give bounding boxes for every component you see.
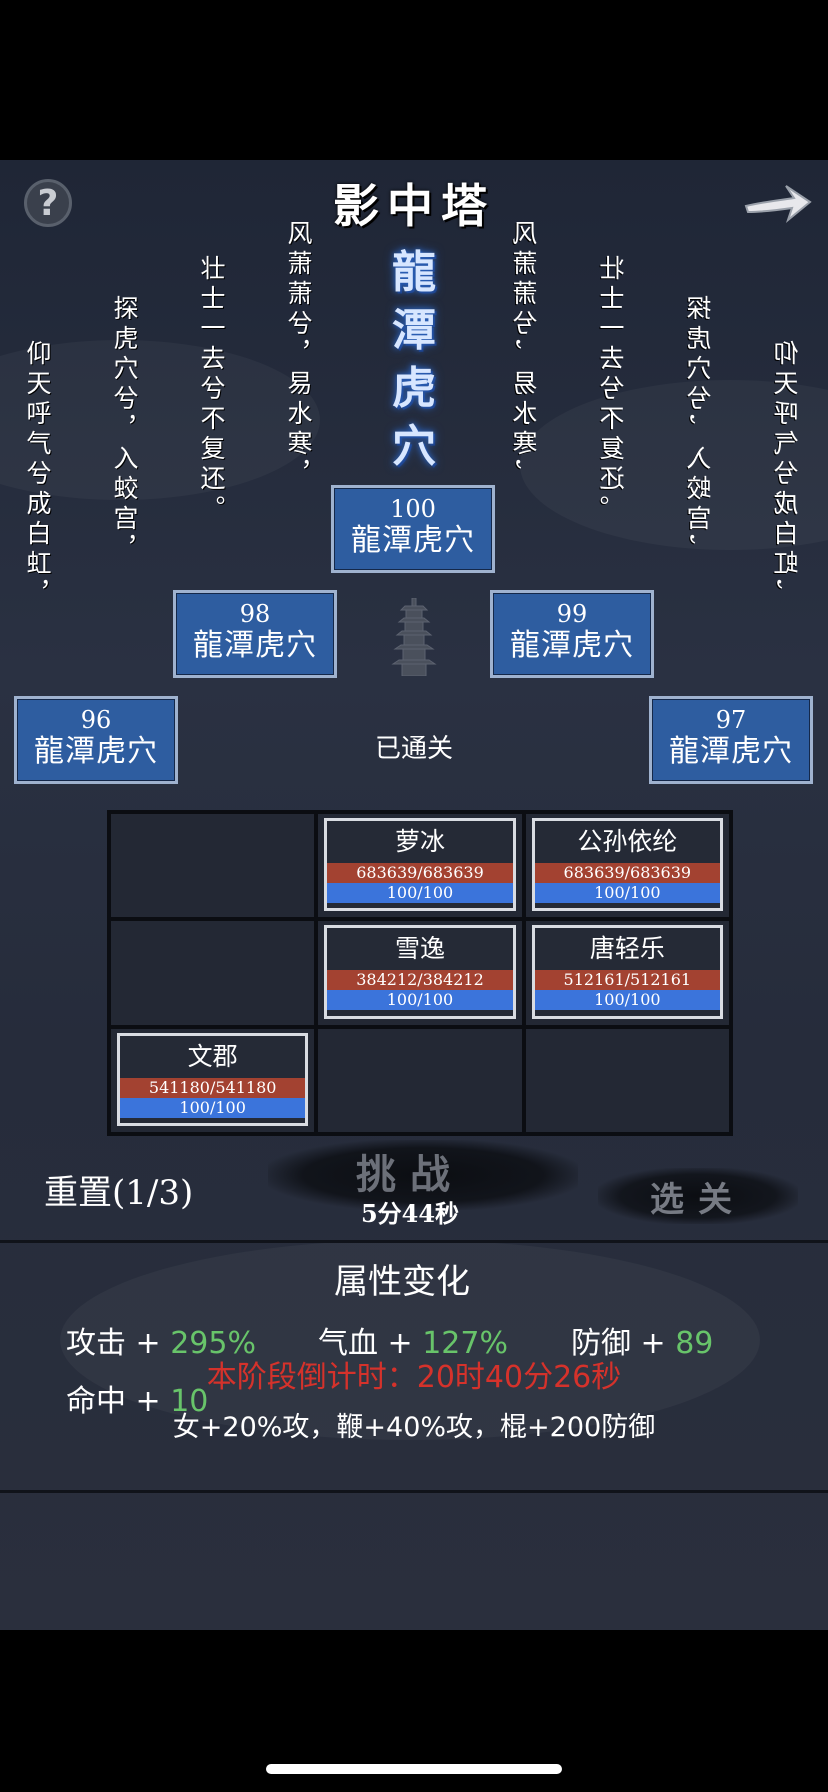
unit-mp-bar: 100/100 [120, 1097, 306, 1118]
poem-line: 壮士一去兮不复还。 [197, 255, 226, 525]
poem-line-mirrored: 风萧萧兮，易水寒， [512, 220, 541, 490]
page-title: 影中塔 [333, 179, 495, 233]
unit-name: 文郡 [187, 1041, 238, 1071]
floor-name: 龍潭虎穴 [510, 628, 634, 663]
unit-name: 唐轻乐 [589, 934, 665, 964]
formation-slot[interactable] [316, 1026, 524, 1134]
stat-label: 防御 + [571, 1326, 676, 1361]
unit-name: 萝冰 [394, 827, 445, 856]
floor-number: 99 [556, 600, 588, 628]
stage-bonus: 女+20%攻，鞭+40%攻，棍+200防御 [172, 1412, 656, 1443]
cleared-status: 已通关 [374, 734, 453, 764]
stat-hit: 命中 + 10 [66, 1376, 208, 1420]
stage-name: 龍潭虎穴 [392, 247, 436, 472]
formation-slot[interactable]: 文郡 541180/541180 100/100 [109, 1026, 317, 1134]
unit-hp-bar: 384212/384212 [327, 970, 513, 991]
unit-mp-bar: 100/100 [534, 990, 720, 1011]
stat-label: 气血 + [318, 1326, 423, 1361]
stat-value: 127% [422, 1326, 508, 1361]
attribute-title: 属性变化 [334, 1262, 470, 1302]
formation-slot[interactable]: 雪逸 384212/384212 100/100 [316, 919, 524, 1027]
floor-button-96[interactable]: 96 龍潭虎穴 [14, 696, 178, 784]
floor-button-99[interactable]: 99 龍潭虎穴 [490, 590, 654, 678]
select-stage-button[interactable]: 选关 [650, 1180, 746, 1220]
unit-mp-bar: 100/100 [534, 883, 720, 903]
poem-line: 风萧萧兮，易水寒， [284, 220, 313, 490]
stat-label: 命中 + [66, 1384, 171, 1419]
floor-number: 98 [239, 600, 271, 628]
home-indicator[interactable] [266, 1764, 562, 1774]
poem-line: 仰天呼气兮成白虹， [23, 340, 52, 610]
stat-value: 10 [170, 1384, 209, 1419]
floor-button-100[interactable]: 100 龍潭虎穴 [331, 485, 495, 573]
arrow-right-icon[interactable] [742, 180, 814, 226]
challenge-button[interactable]: 挑战 [356, 1151, 464, 1198]
floor-number: 96 [80, 706, 112, 734]
mist-decoration [0, 340, 320, 500]
unit-card[interactable]: 萝冰 683639/683639 100/100 [324, 818, 516, 912]
unit-hp-bar: 512161/512161 [534, 970, 720, 991]
unit-card[interactable]: 公孙依纶 683639/683639 100/100 [531, 818, 723, 912]
floor-name: 龍潭虎穴 [34, 734, 158, 769]
unit-hp-bar: 683639/683639 [327, 863, 513, 883]
unit-mp-bar: 100/100 [327, 990, 513, 1011]
question-icon[interactable]: ? [24, 179, 72, 227]
formation-slot[interactable] [523, 1026, 731, 1134]
unit-hp-bar: 541180/541180 [120, 1077, 306, 1098]
floor-button-97[interactable]: 97 龍潭虎穴 [649, 696, 813, 784]
formation-grid: 萝冰 683639/683639 100/100 公孙依纶 683639/683… [107, 810, 733, 1136]
reset-button[interactable]: 重置(1/3) [44, 1173, 194, 1213]
formation-slot[interactable] [109, 919, 317, 1027]
unit-hp-bar: 683639/683639 [534, 863, 720, 883]
stat-hp: 气血 + 127% [318, 1318, 508, 1362]
challenge-timer: 5分44秒 [360, 1199, 460, 1228]
game-screen: ? 影中塔 龍潭虎穴 仰天呼气兮成白虹， 探虎穴兮，入蛟宫， 壮士一去兮不复还。… [0, 160, 828, 1630]
floor-name: 龍潭虎穴 [351, 523, 475, 558]
stat-defense: 防御 + 89 [571, 1318, 713, 1362]
formation-slot[interactable]: 萝冰 683639/683639 100/100 [316, 812, 524, 920]
floor-name: 龍潭虎穴 [193, 628, 317, 663]
stat-label: 攻击 + [66, 1326, 171, 1361]
stat-value: 89 [675, 1326, 714, 1361]
poem-line: 探虎穴兮，入蛟宫， [110, 295, 139, 565]
unit-name: 公孙依纶 [577, 827, 678, 856]
stat-attack: 攻击 + 295% [66, 1318, 256, 1362]
brush-stroke-decoration [598, 1168, 798, 1224]
floor-number: 100 [390, 495, 436, 523]
formation-slot[interactable]: 公孙依纶 683639/683639 100/100 [523, 812, 731, 920]
unit-card[interactable]: 雪逸 384212/384212 100/100 [324, 925, 516, 1019]
mist-decoration [60, 1240, 760, 1440]
floor-name: 龍潭虎穴 [669, 734, 793, 769]
brush-stroke-decoration [268, 1140, 578, 1210]
unit-mp-bar: 100/100 [327, 883, 513, 903]
stage-countdown: 本阶段倒计时：20时40分26秒 [206, 1360, 622, 1395]
formation-slot[interactable] [109, 812, 317, 920]
poem-line-mirrored: 探虎穴兮，入蛟宫， [686, 295, 715, 565]
unit-card[interactable]: 文郡 541180/541180 100/100 [117, 1032, 309, 1126]
poem-line-mirrored: 壮士一去兮不复还。 [599, 255, 628, 525]
formation-slot[interactable]: 唐轻乐 512161/512161 100/100 [523, 919, 731, 1027]
stat-value: 295% [170, 1326, 256, 1361]
unit-card[interactable]: 唐轻乐 512161/512161 100/100 [531, 925, 723, 1019]
unit-name: 雪逸 [394, 934, 445, 964]
floor-number: 97 [715, 706, 747, 734]
pagoda-icon [391, 598, 437, 676]
floor-button-98[interactable]: 98 龍潭虎穴 [173, 590, 337, 678]
divider [0, 1240, 828, 1243]
poem-line-mirrored: 仰天呼气兮成白虹， [773, 340, 802, 610]
divider [0, 1490, 828, 1493]
